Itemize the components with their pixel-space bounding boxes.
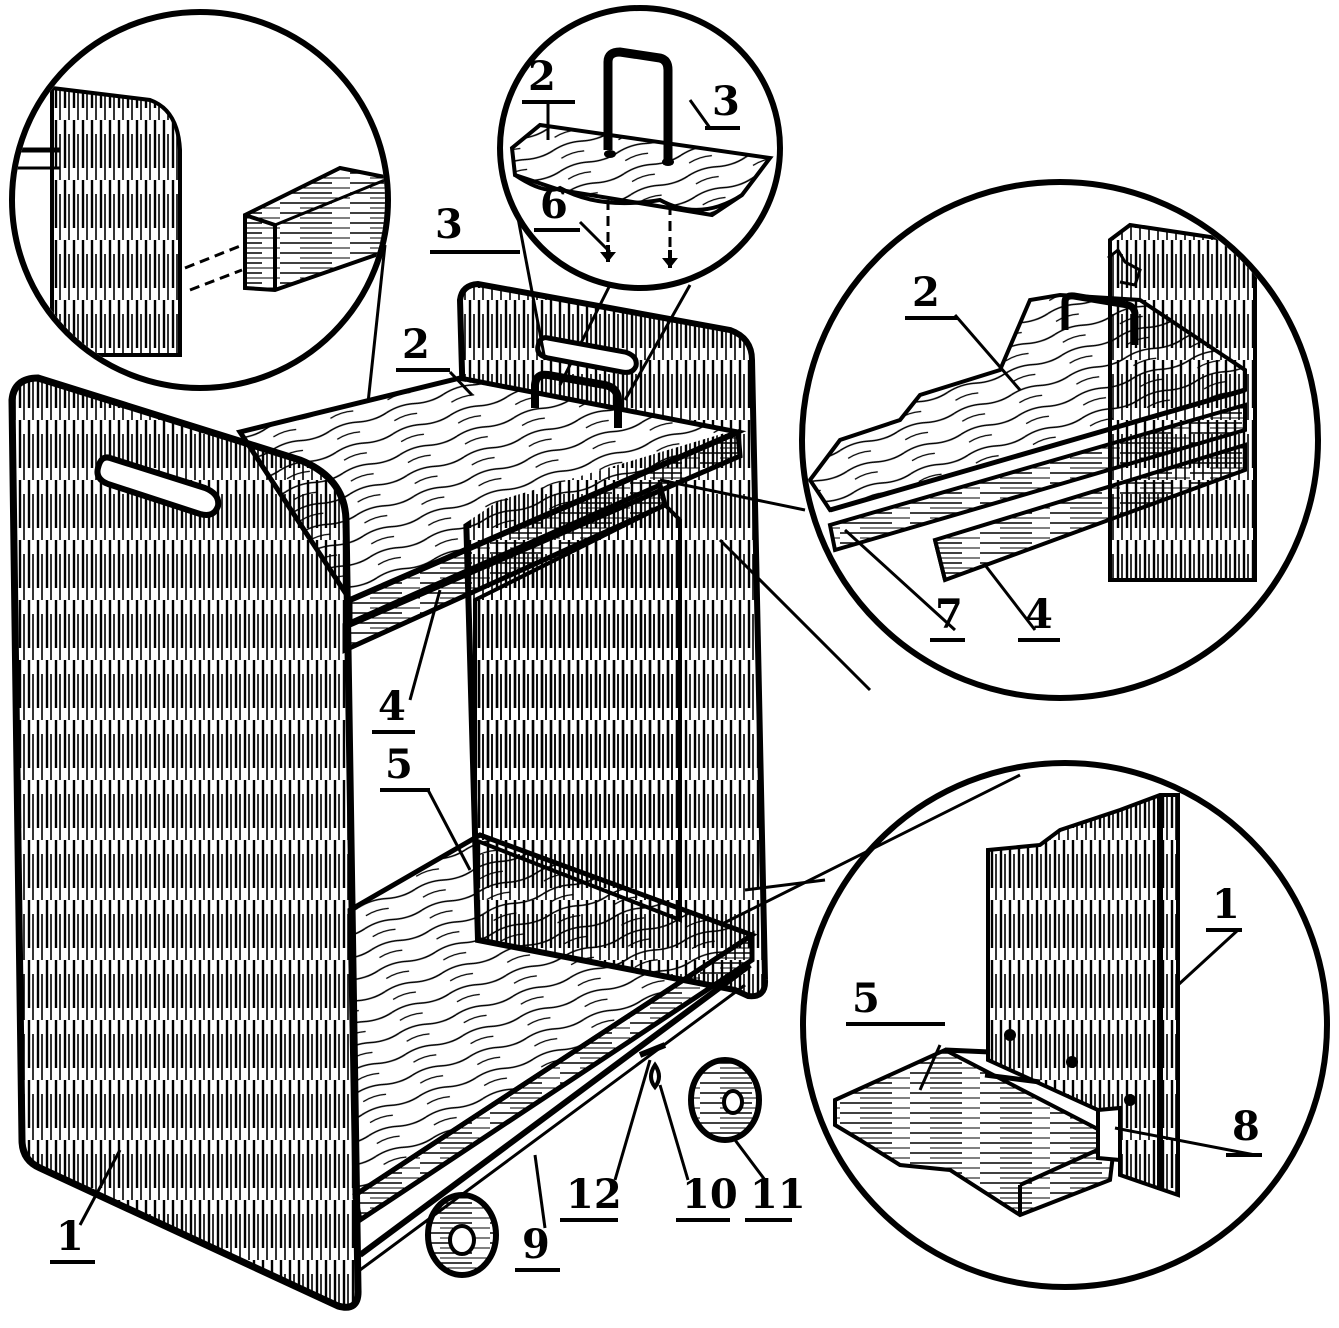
callout-1-detail: 1 (1212, 881, 1240, 928)
callout-1-main: 1 (56, 1213, 84, 1260)
callout-3-main: 3 (435, 201, 463, 248)
callout-3-top-detail: 3 (712, 78, 740, 125)
callout-12: 12 (566, 1171, 622, 1218)
callout-2-main: 2 (402, 321, 430, 368)
detail-circle-shelf-fix (719, 760, 1330, 1290)
callout-6: 6 (540, 181, 568, 228)
leader-lines (78, 99, 1256, 1229)
callout-5-main: 5 (385, 741, 413, 788)
callout-2-right-detail: 2 (912, 269, 940, 316)
callout-labels: 1 2 3 4 5 9 12 10 11 2 3 6 2 7 4 5 1 (50, 53, 1262, 1272)
callout-9: 9 (522, 1221, 550, 1268)
callout-4-main: 4 (378, 683, 406, 730)
callout-4-detail: 4 (1025, 591, 1053, 638)
callout-11: 11 (750, 1171, 806, 1218)
callout-10: 10 (682, 1171, 738, 1218)
detail-circle-handle (497, 5, 783, 401)
callout-8: 8 (1232, 1103, 1260, 1150)
detail-circle-joint (9, 9, 391, 571)
callout-7: 7 (935, 591, 963, 638)
callout-5-detail: 5 (852, 975, 880, 1022)
callout-2-top-detail: 2 (528, 53, 556, 100)
cart-body (8, 280, 769, 1311)
